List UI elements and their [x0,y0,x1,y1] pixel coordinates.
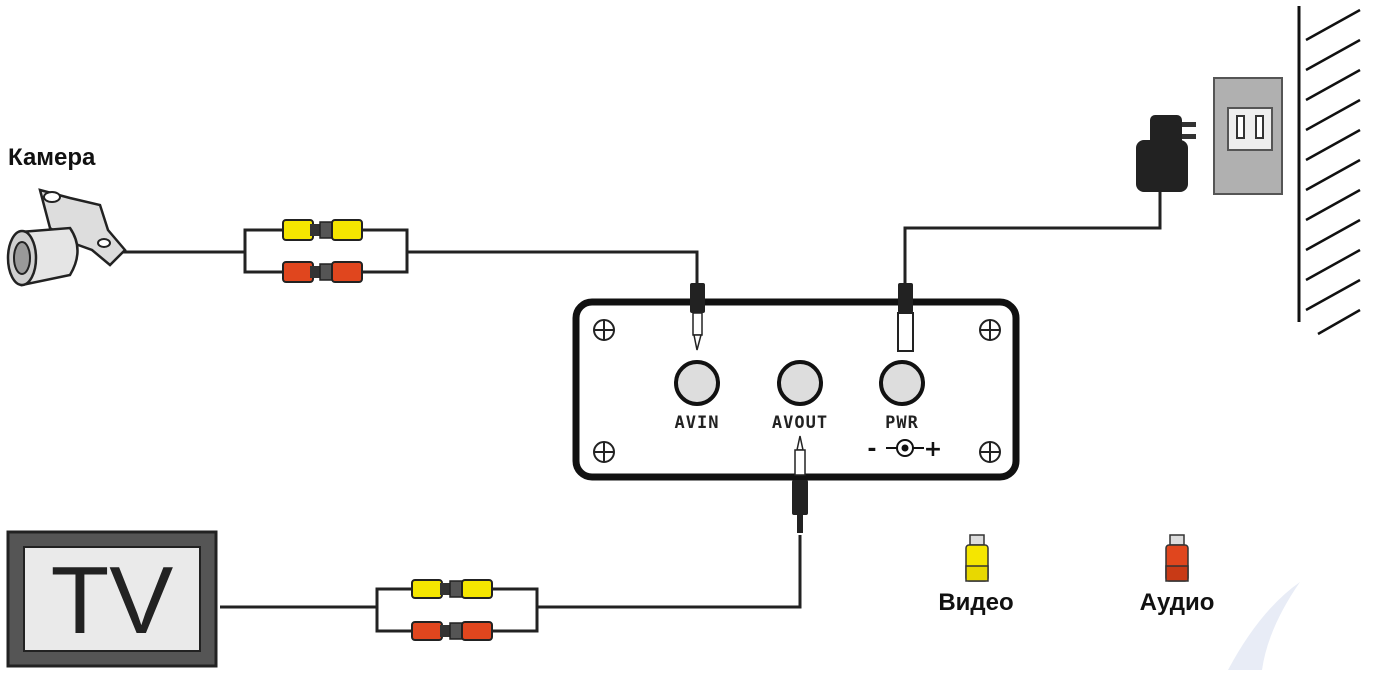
avin-plug-icon [690,283,705,351]
power-cable [903,190,1162,285]
legend-audio-label: Аудио [1140,589,1215,616]
port-label-pwr: PWR [885,413,919,433]
legend-audio-icon [1165,534,1189,582]
legend-video-icon [965,534,989,582]
polarity-icon [886,439,924,457]
port-label-avout: AVOUT [772,413,828,433]
tv-icon [6,530,218,668]
camera-rca-audio [282,261,363,283]
pwr-plug-icon [897,283,914,352]
watermark-swoosh [1228,582,1300,670]
jack-avout [777,360,823,406]
camera-icon [6,188,127,287]
avout-plug-icon [792,435,808,533]
polarity-plus: + [924,437,942,462]
port-label-avin: AVIN [675,413,720,433]
screw-icon [593,319,1001,463]
legend-video-label: Видео [938,589,1013,616]
tv-rca-video [411,579,493,599]
jack-avin [674,360,720,406]
tv-rca-audio [411,621,493,641]
avin-cable [407,250,699,285]
wall-icon [1297,6,1361,336]
camera-rca-video [282,219,363,241]
tv-label: TV [51,547,174,654]
power-adapter-icon [1136,115,1196,192]
jack-pwr [879,360,925,406]
camera-label: Камера [8,144,96,171]
wall-outlet-icon [1213,77,1283,195]
avout-cable [537,535,802,609]
polarity-minus: - [867,437,876,462]
